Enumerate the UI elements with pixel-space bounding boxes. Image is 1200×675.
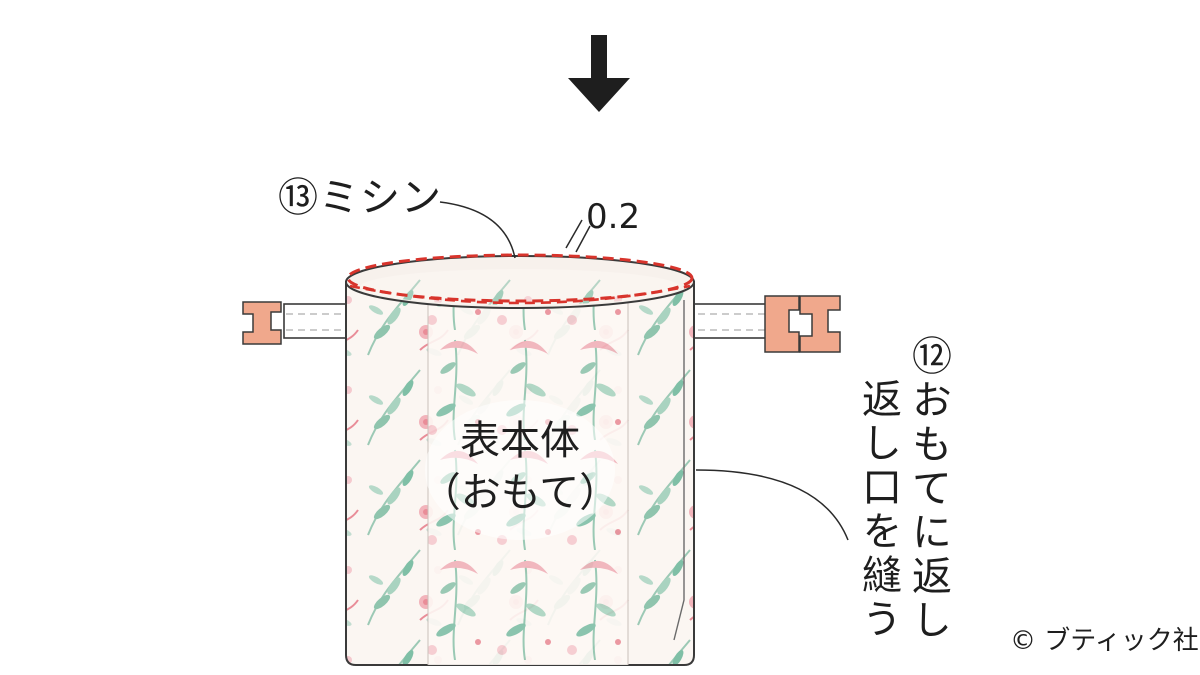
step-12-label-line1: ⑫おもてに返し [905, 335, 951, 643]
left-handle [242, 301, 355, 345]
stitch-line-outer [346, 253, 694, 303]
outer-body-label: 表本体 （おもて） [400, 415, 640, 519]
step-13-label: ⑬ミシン [278, 175, 442, 221]
outer-body-label-line1: 表本体 [460, 418, 580, 464]
step-12-label-line2: 返し口を縫う [855, 378, 901, 642]
copyright-notice: © ブティック社 [1010, 626, 1199, 656]
leader-lines [439, 201, 849, 541]
right-handle [683, 295, 841, 353]
outer-body-label-line2: （おもて） [420, 470, 620, 516]
stitch-line-inner [349, 284, 691, 305]
measurement-label: 0.2 [586, 197, 641, 237]
pouch-body [345, 253, 695, 666]
arrow-down-icon [568, 35, 630, 112]
